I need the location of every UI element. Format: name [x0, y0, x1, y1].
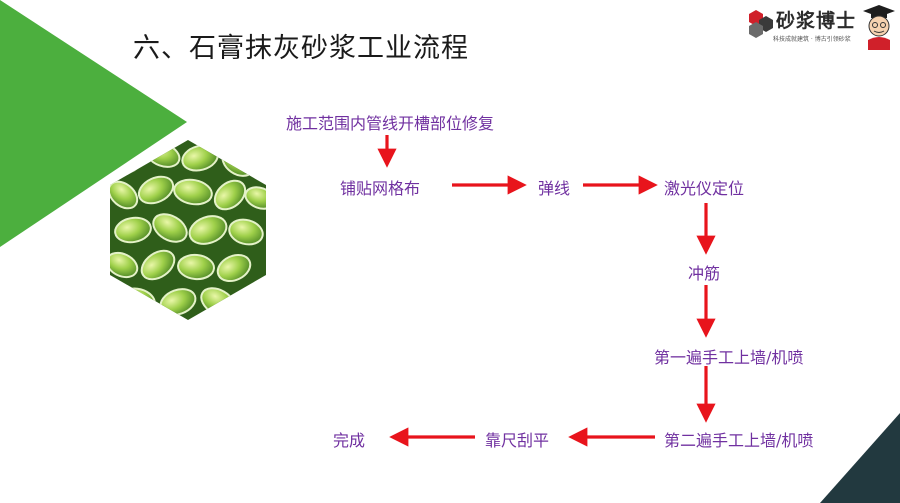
logo-name: 砂浆博士 [776, 10, 857, 32]
step-first-coat: 第一遍手工上墙/机喷 [654, 348, 804, 367]
step-chalk-line: 弹线 [538, 179, 571, 198]
step-second-coat: 第二遍手工上墙/机喷 [664, 431, 814, 450]
step-straightedge-level: 靠尺刮平 [485, 431, 550, 450]
green-triangle-decoration [0, 0, 187, 247]
step-pipeline-repair: 施工范围内管线开槽部位修复 [286, 114, 495, 133]
logo-cubes-icon [749, 10, 773, 38]
step-complete: 完成 [333, 431, 366, 450]
mascot-doctor-icon [863, 5, 895, 50]
step-screeding: 冲筋 [688, 264, 721, 283]
step-laser-positioning: 激光仪定位 [664, 179, 745, 198]
dark-corner-decoration [820, 413, 900, 503]
step-mesh-cloth: 铺贴网格布 [340, 179, 421, 198]
slide-title: 六、石膏抹灰砂浆工业流程 [133, 33, 469, 64]
succulent-photo-hexagon [110, 140, 266, 320]
brand-logo: 砂浆博士 科技成就建筑 · 博古引领砂浆 [748, 4, 898, 52]
logo-slogan: 科技成就建筑 · 博古引领砂浆 [773, 36, 851, 43]
